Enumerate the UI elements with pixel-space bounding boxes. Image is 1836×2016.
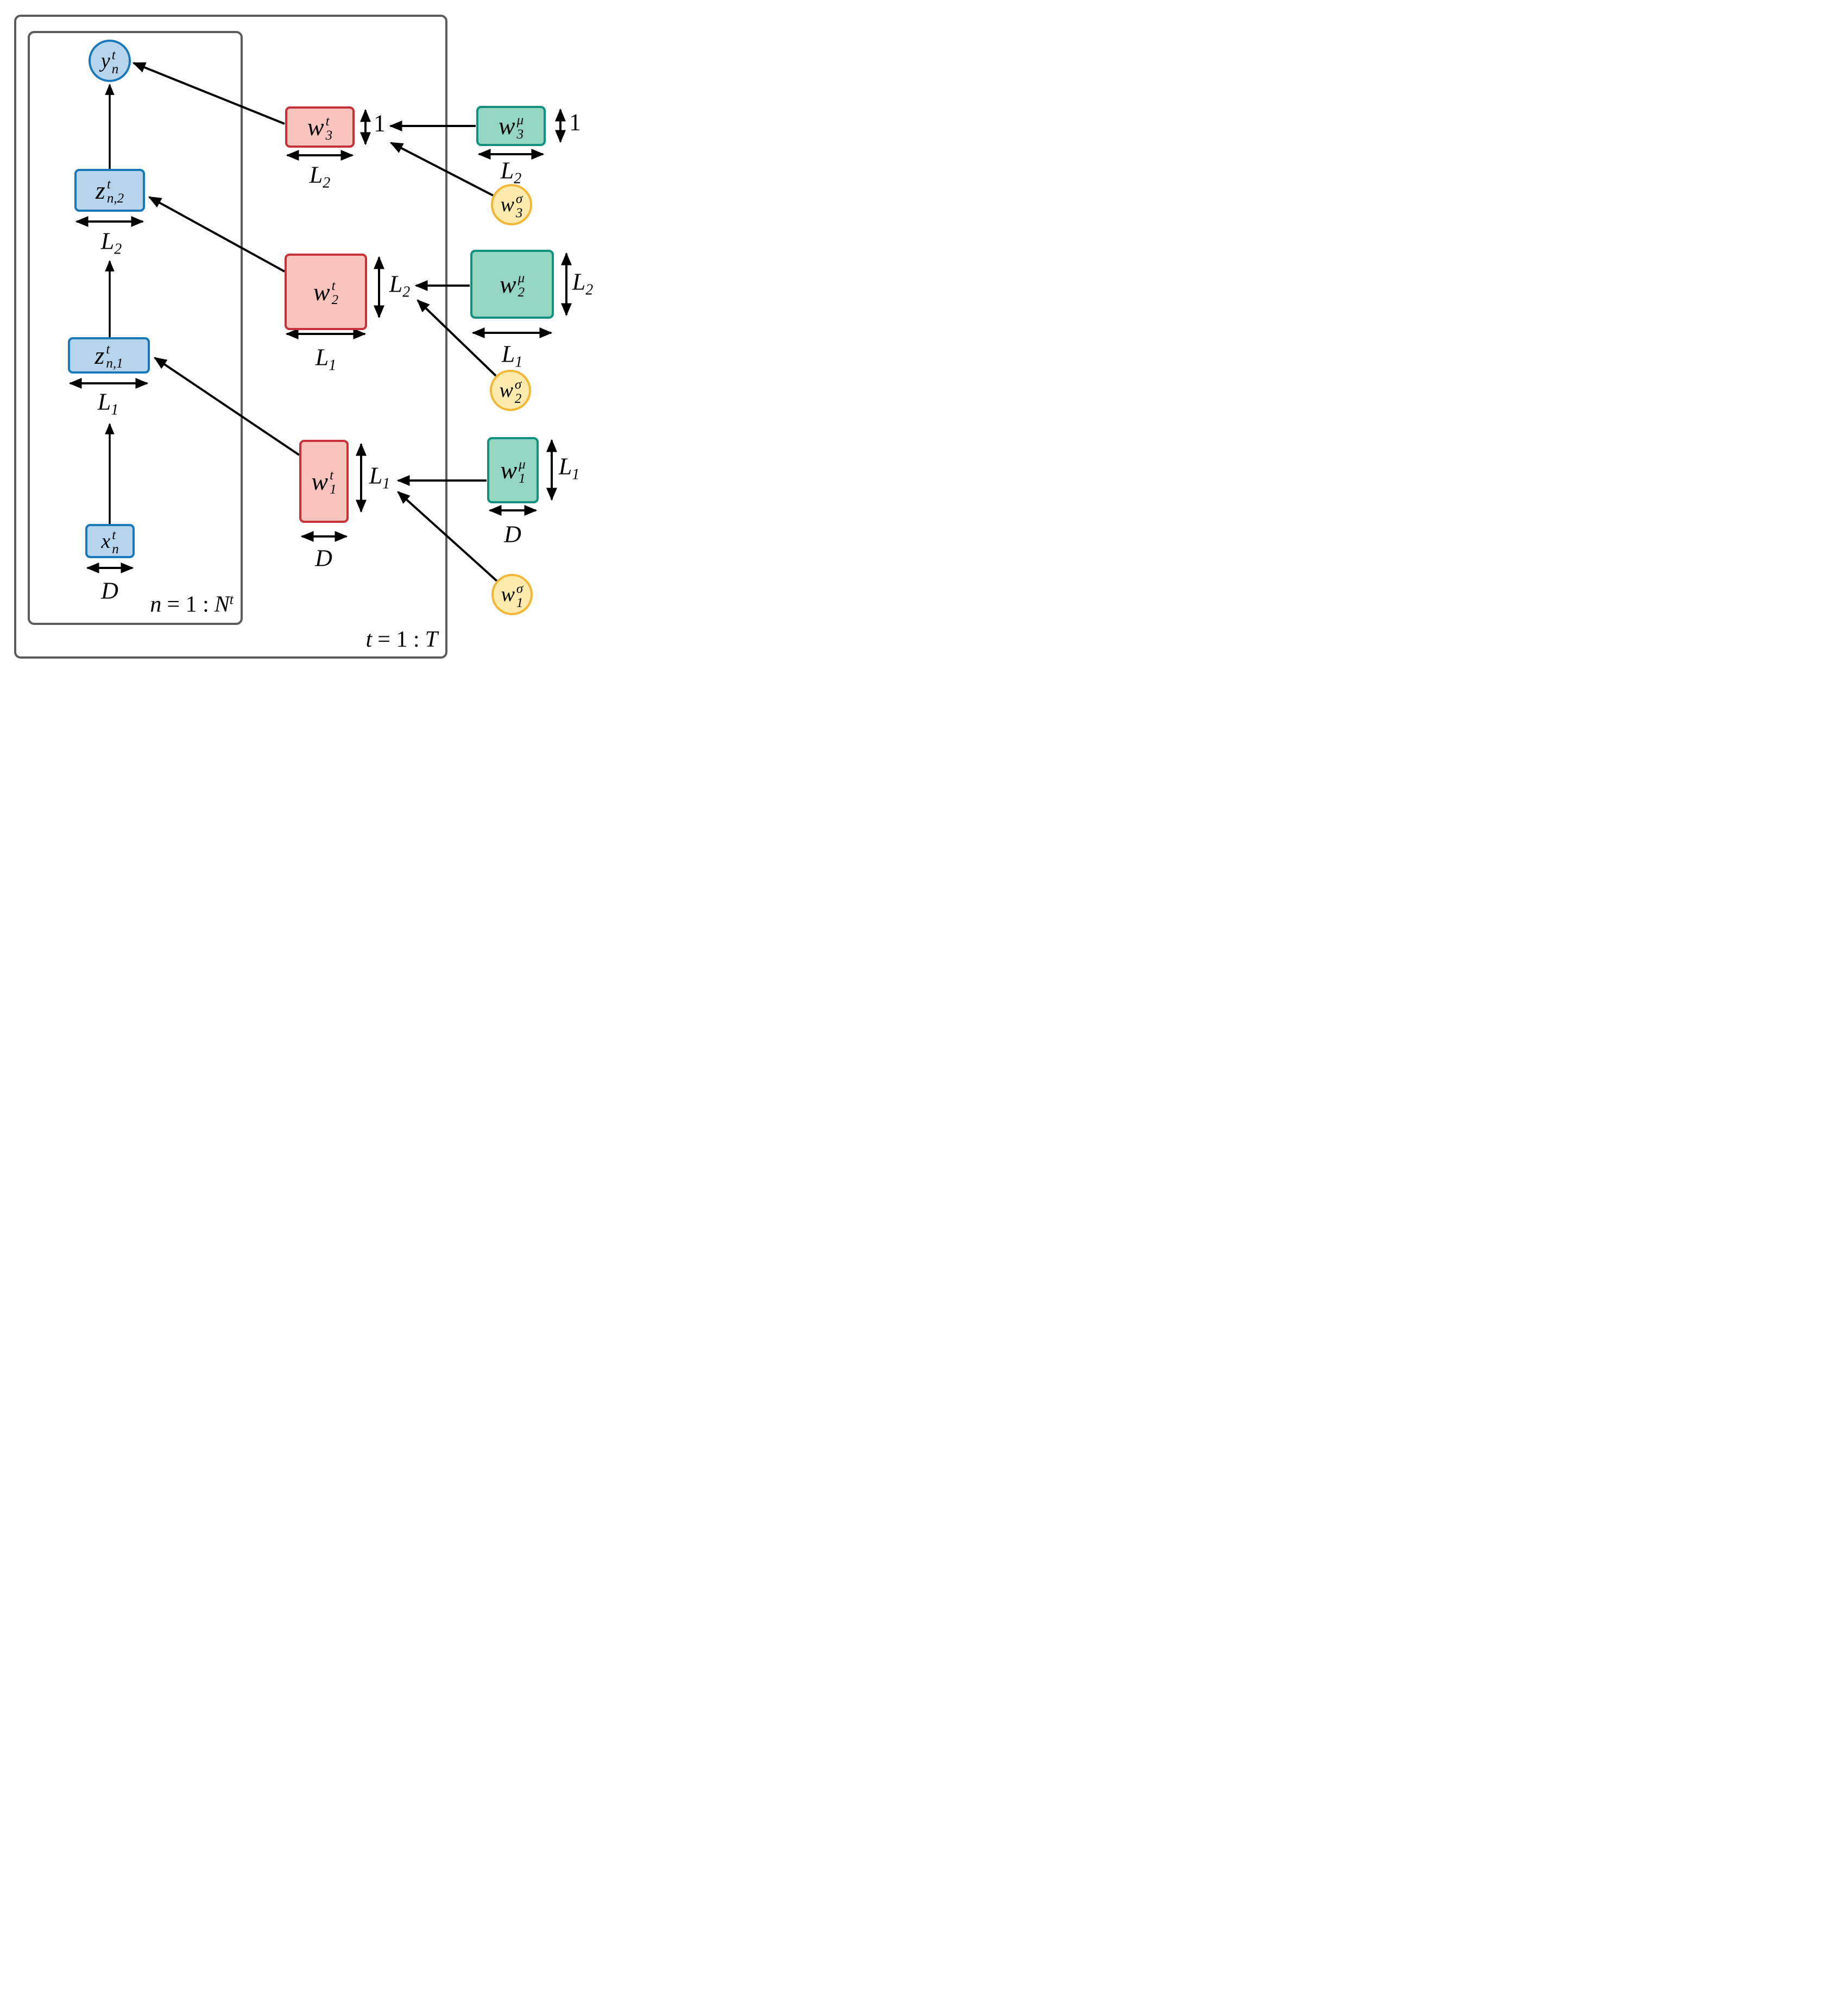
node-w1t-sub: 1 <box>330 482 337 497</box>
node-x-sub: n <box>112 542 119 557</box>
dim-label-w1mu-width: D <box>504 521 521 548</box>
dim-label-x-width: D <box>101 577 118 604</box>
node-w1sigma-sub: 1 <box>516 595 523 610</box>
node-w3sigma-sup: σ <box>515 191 523 206</box>
node-z2-sub: n,2 <box>106 191 124 206</box>
dim-label-w2t-height: L2 <box>389 270 411 301</box>
dim-label-z1-width: L1 <box>97 388 119 419</box>
node-w1mu-sup: μ <box>519 457 526 472</box>
dim-label-w1t-height: L1 <box>369 462 390 492</box>
inner-plate-label-lhs: n <box>150 592 162 617</box>
node-w3t-sub: 3 <box>325 128 333 143</box>
dim-label-w1t-width: D <box>315 545 332 572</box>
outer-plate-label-rhs: T <box>425 627 438 652</box>
node-y-sub: n <box>111 61 119 77</box>
inner-plate-label: n= 1 :Nt <box>150 591 234 617</box>
edges-layer <box>68 62 572 582</box>
node-w3sigma-sub: 3 <box>515 205 523 220</box>
node-w1mu-sub: 1 <box>519 471 526 486</box>
dim-label-w3t-height: 1 <box>374 110 386 137</box>
node-z2-sup: t <box>106 177 111 192</box>
outer-plate-label-mid: = 1 : <box>377 627 420 652</box>
node-z1-base: z <box>94 341 105 369</box>
edge-w2t-to-z2 <box>148 196 285 273</box>
node-w2t-base: w <box>313 277 330 306</box>
node-w2t-sup: t <box>331 279 336 293</box>
dim-label-w2mu-width: L1 <box>501 340 523 371</box>
node-w2t-sub: 2 <box>331 293 339 307</box>
node-z1-sup: t <box>106 342 110 357</box>
node-w1t-sup: t <box>330 468 334 483</box>
inner-plate-label-mid: = 1 : <box>167 592 209 617</box>
node-z1-sub: n,1 <box>106 356 123 371</box>
node-w3t-base: w <box>307 113 324 141</box>
outer-plate-t <box>14 15 447 659</box>
node-w1sigma-sup: σ <box>516 581 523 596</box>
edge-w1t-to-z1 <box>154 357 300 456</box>
node-w2mu-sub: 2 <box>518 285 525 300</box>
dim-label-w3t-width: L2 <box>309 161 331 192</box>
node-w3t-sup: t <box>325 113 330 129</box>
node-w1mu-base: w <box>500 456 518 484</box>
node-w2sigma-sub: 2 <box>514 391 522 406</box>
node-w3mu-base: w <box>498 112 515 140</box>
node-x-base: x <box>101 529 111 553</box>
node-w2sigma-base: w <box>499 379 513 402</box>
dim-label-w2mu-height: L2 <box>572 268 594 299</box>
node-x-sup: t <box>112 528 116 542</box>
outer-plate-label-lhs: t <box>365 627 373 652</box>
dim-label-w2t-width: L1 <box>315 344 337 374</box>
node-w2mu-sup: μ <box>518 271 525 286</box>
edge-w1sigma-to-w1t <box>397 491 498 582</box>
dim-label-w1mu-height: L1 <box>558 453 580 483</box>
node-y-base: y <box>100 49 110 72</box>
edge-w2sigma-to-w2t <box>417 299 497 377</box>
inner-plate-label-sup: t <box>229 591 234 608</box>
node-w2mu-base: w <box>499 270 516 298</box>
edge-w3sigma-to-w3t <box>389 142 494 197</box>
dim-label-w3mu-height: 1 <box>569 109 581 136</box>
node-z2-base: z <box>95 176 105 204</box>
edge-w3t-to-y <box>132 62 285 125</box>
bayesian-nn-plate-diagram: n= 1 :Nt t= 1 :T <box>0 0 612 672</box>
node-w3mu-sub: 3 <box>516 127 524 142</box>
inner-plate-label-rhs: N <box>214 592 230 617</box>
inner-plate-n <box>28 31 243 625</box>
node-w3mu-sup: μ <box>516 112 524 128</box>
node-y-sup: t <box>111 47 116 62</box>
node-w1sigma-base: w <box>501 583 515 606</box>
node-w2sigma-sup: σ <box>514 377 522 392</box>
dim-label-z2-width: L2 <box>100 227 122 258</box>
node-w3sigma-base: w <box>500 193 514 216</box>
outer-plate-label: t= 1 :T <box>366 628 438 651</box>
node-w1t-base: w <box>311 467 329 495</box>
dim-label-w3mu-width: L2 <box>500 157 522 187</box>
